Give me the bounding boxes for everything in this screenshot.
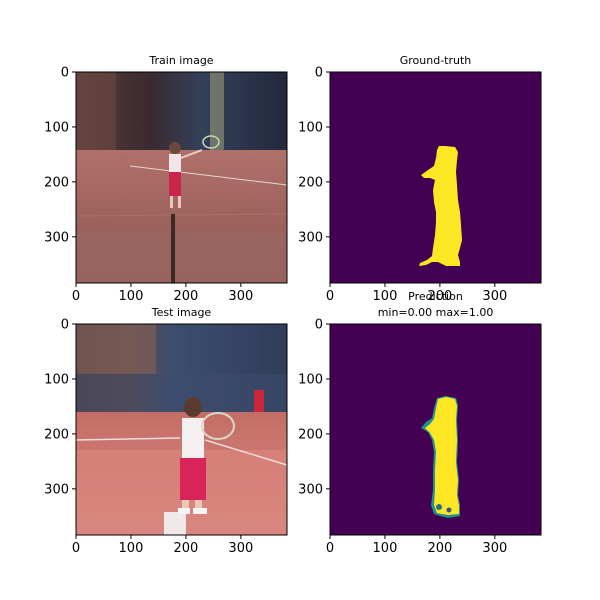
panel-prediction: Prediction min=0.00 max=1.00 00100100200… bbox=[298, 290, 542, 557]
axes-frame bbox=[75, 323, 288, 536]
axis-ticks: 0 0 100 100 200 200 300 300 bbox=[44, 318, 253, 557]
panel-train-image: Train image 0 0 100 100 200 200 300 300 bbox=[44, 54, 288, 305]
panel-ground-truth: Ground-truth 0 0 100 100 200 200 300 300 bbox=[298, 54, 542, 305]
axes-frame bbox=[329, 71, 542, 284]
x-tick-label: 100 bbox=[373, 541, 398, 556]
y-tick-label: 0 bbox=[61, 318, 69, 333]
y-tick-label: 100 bbox=[44, 120, 69, 135]
x-tick-label: 200 bbox=[173, 289, 198, 304]
x-tick-label: 200 bbox=[173, 541, 198, 556]
panel-title: Prediction bbox=[408, 290, 463, 303]
x-tick-label: 0 bbox=[72, 541, 80, 556]
axis-ticks: 0 0 100 100 200 200 300 300 bbox=[298, 66, 507, 305]
axis-ticks: 0 0 100 100 200 200 300 300 bbox=[44, 66, 253, 305]
axes-frame bbox=[75, 71, 288, 284]
x-tick-label: 0 bbox=[326, 541, 334, 556]
y-tick-label: 200 bbox=[298, 427, 323, 442]
y-tick-label: 300 bbox=[44, 230, 69, 245]
y-tick-label: 200 bbox=[44, 175, 69, 190]
x-tick-label: 0 bbox=[72, 289, 80, 304]
ground-truth-mask bbox=[330, 72, 541, 283]
y-tick-label: 0 bbox=[315, 318, 323, 333]
prediction-mask bbox=[330, 324, 541, 535]
y-tick-label: 200 bbox=[44, 427, 69, 442]
mask-foreground bbox=[425, 397, 459, 515]
panel-title: Ground-truth bbox=[400, 54, 472, 67]
y-tick-label: 0 bbox=[61, 66, 69, 81]
test-photo bbox=[76, 324, 287, 535]
y-tick-label: 300 bbox=[44, 482, 69, 497]
panel-title: Train image bbox=[148, 54, 213, 67]
x-tick-label: 200 bbox=[427, 289, 452, 304]
x-tick-label: 100 bbox=[373, 289, 398, 304]
mask-foreground bbox=[419, 146, 462, 266]
x-tick-label: 300 bbox=[482, 289, 507, 304]
panel-subtitle: min=0.00 max=1.00 bbox=[378, 306, 494, 319]
x-tick-label: 300 bbox=[228, 289, 253, 304]
x-tick-label: 100 bbox=[119, 289, 144, 304]
x-tick-label: 0 bbox=[326, 289, 334, 304]
panel-title: Test image bbox=[151, 306, 212, 319]
x-tick-label: 100 bbox=[119, 541, 144, 556]
x-tick-label: 300 bbox=[482, 541, 507, 556]
y-tick-label: 300 bbox=[298, 230, 323, 245]
y-tick-label: 0 bbox=[315, 66, 323, 81]
y-tick-label: 100 bbox=[44, 372, 69, 387]
panel-test-image: Test image 0 0 100 100 200 200 300 300 bbox=[44, 306, 288, 557]
axes-frame bbox=[329, 323, 542, 536]
y-tick-label: 100 bbox=[298, 372, 323, 387]
x-tick-label: 200 bbox=[427, 541, 452, 556]
y-tick-label: 200 bbox=[298, 175, 323, 190]
train-photo bbox=[76, 72, 287, 283]
x-tick-label: 300 bbox=[228, 541, 253, 556]
axis-ticks: 0 0 100 100 200 200 300 300 bbox=[298, 318, 507, 557]
y-tick-label: 100 bbox=[298, 120, 323, 135]
y-tick-label: 300 bbox=[298, 482, 323, 497]
